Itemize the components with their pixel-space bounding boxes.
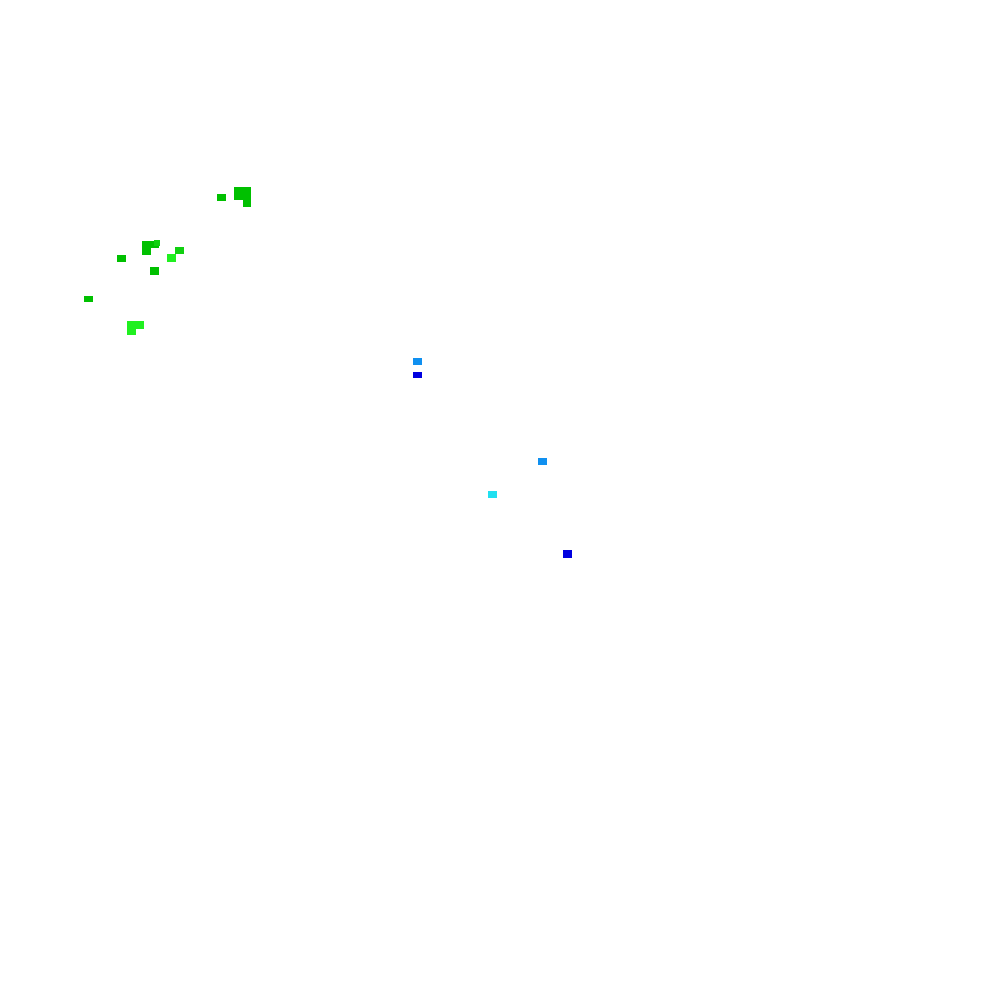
marker-square xyxy=(142,247,151,255)
marker-square xyxy=(217,194,226,201)
marker-square xyxy=(127,327,136,335)
marker-square xyxy=(154,240,160,246)
marker-square xyxy=(175,247,184,254)
marker-square xyxy=(117,255,126,262)
marker-square xyxy=(234,187,251,200)
marker-square xyxy=(563,550,572,558)
marker-square xyxy=(84,296,93,302)
marker-square xyxy=(413,372,422,378)
marker-square xyxy=(413,358,422,365)
marker-square xyxy=(243,198,251,207)
marker-square xyxy=(134,321,144,328)
marker-square xyxy=(167,254,176,262)
marker-square xyxy=(150,267,159,275)
marker-square xyxy=(488,491,497,498)
marker-square xyxy=(142,241,159,248)
marker-square xyxy=(538,458,547,465)
